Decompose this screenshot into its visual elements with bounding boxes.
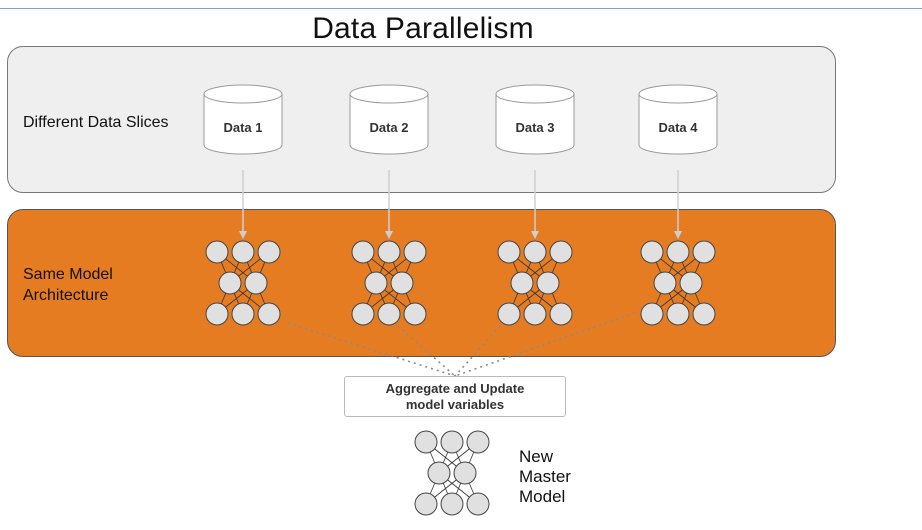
master-model-network xyxy=(414,430,490,516)
data-slices-label: Different Data Slices xyxy=(23,114,169,131)
data-cylinder-2: Data 2 xyxy=(349,84,429,155)
neuron-node xyxy=(403,302,427,326)
model-network-3 xyxy=(497,240,573,326)
data-to-model-arrows xyxy=(239,170,682,239)
data-cylinder-4: Data 4 xyxy=(638,84,718,155)
neuron-node xyxy=(466,492,490,516)
dotted-line-2 xyxy=(397,325,456,377)
data-slice-label-1: Data 1 xyxy=(223,120,262,135)
neuron-node xyxy=(244,271,268,295)
new-master-model-label: New Master Model xyxy=(519,447,571,507)
neuron-node xyxy=(497,240,521,264)
neuron-node xyxy=(231,240,255,264)
neuron-node xyxy=(351,240,375,264)
master-line1: New xyxy=(519,447,554,466)
master-line2: Master xyxy=(519,467,571,486)
data-cylinders: Data 1 Data 2 Data 3 Data 4 xyxy=(203,84,718,155)
neuron-node xyxy=(231,302,255,326)
data-cylinder-3: Data 3 xyxy=(495,84,575,155)
neuron-node xyxy=(364,271,388,295)
neuron-node xyxy=(257,240,281,264)
dotted-line-3 xyxy=(454,325,501,377)
neuron-node xyxy=(523,240,547,264)
neuron-node xyxy=(453,461,477,485)
aggregate-line2: model variables xyxy=(405,397,505,412)
neuron-node xyxy=(692,240,716,264)
neuron-node xyxy=(640,302,664,326)
model-architecture-label: Same Model Architecture xyxy=(23,264,113,306)
neuron-node xyxy=(414,430,438,454)
neuron-node xyxy=(510,271,534,295)
dotted-line-1 xyxy=(287,322,456,377)
neuron-node xyxy=(523,302,547,326)
data-slice-label-2: Data 2 xyxy=(369,120,408,135)
aggregate-update-box: Aggregate and Update model variables xyxy=(344,376,566,417)
model-network-4 xyxy=(640,240,716,326)
neuron-node xyxy=(257,302,281,326)
aggregate-line1: Aggregate and Update xyxy=(385,381,525,396)
page-title: Data Parallelism xyxy=(312,12,534,45)
model-network-1 xyxy=(205,240,281,326)
neuron-node xyxy=(549,302,573,326)
neuron-node xyxy=(440,430,464,454)
neuron-node xyxy=(666,302,690,326)
neuron-node xyxy=(440,492,464,516)
neuron-node xyxy=(427,461,451,485)
master-line3: Model xyxy=(519,487,566,506)
neuron-node xyxy=(205,240,229,264)
neuron-node xyxy=(218,271,242,295)
neuron-node xyxy=(549,240,573,264)
aggregation-dotted-lines xyxy=(287,312,636,377)
data-slice-label-4: Data 4 xyxy=(658,120,698,135)
neuron-node xyxy=(640,240,664,264)
neuron-node xyxy=(351,302,375,326)
neuron-node xyxy=(497,302,521,326)
model-label-line1: Same Model xyxy=(23,266,113,283)
model-networks xyxy=(205,240,716,516)
neuron-node xyxy=(377,240,401,264)
model-network-2 xyxy=(351,240,427,326)
neuron-node xyxy=(390,271,414,295)
neuron-node xyxy=(466,430,490,454)
neuron-node xyxy=(536,271,560,295)
neuron-node xyxy=(666,240,690,264)
neuron-node xyxy=(205,302,229,326)
neuron-node xyxy=(403,240,427,264)
neuron-node xyxy=(414,492,438,516)
neuron-node xyxy=(679,271,703,295)
neuron-node xyxy=(653,271,677,295)
dotted-line-4 xyxy=(454,312,636,377)
neuron-node xyxy=(692,302,716,326)
data-cylinder-1: Data 1 xyxy=(203,84,283,155)
data-slice-label-3: Data 3 xyxy=(515,120,554,135)
top-divider xyxy=(0,8,922,9)
model-label-line2: Architecture xyxy=(23,287,109,304)
neuron-node xyxy=(377,302,401,326)
